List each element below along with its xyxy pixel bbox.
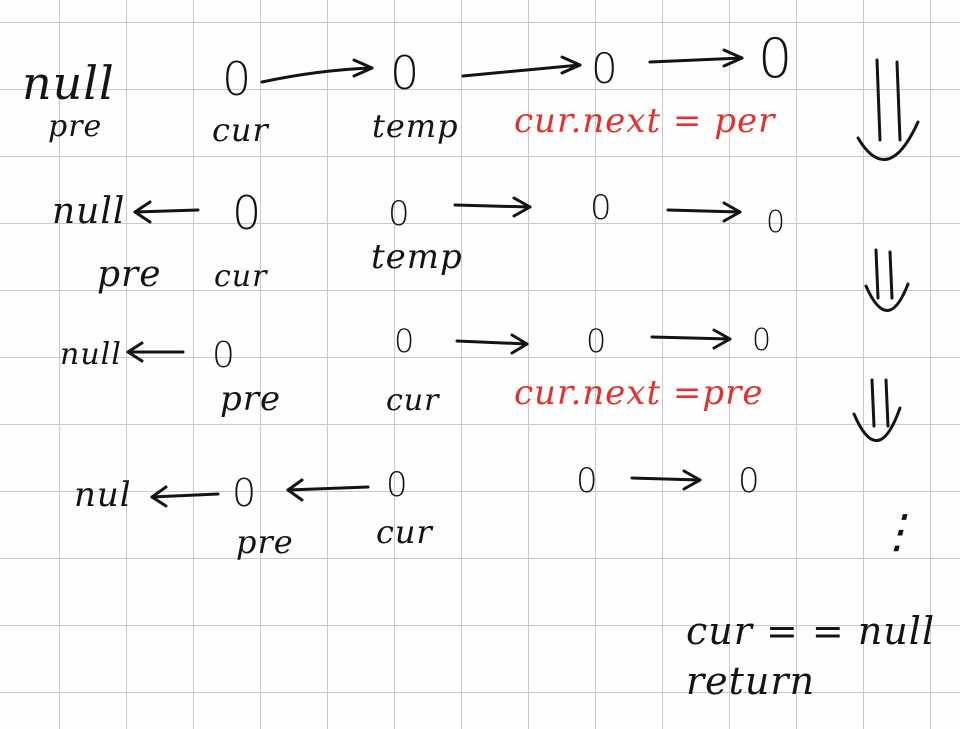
list-node: 0 (752, 323, 772, 358)
arrow-right (650, 328, 732, 350)
arrow-left (133, 200, 200, 224)
down-arrow-icon (852, 378, 902, 442)
step-note: cur.next = per (514, 101, 776, 141)
list-node: 0 (738, 461, 760, 501)
cur-label: cur (214, 259, 268, 294)
arrow-right (453, 196, 532, 218)
null-label: null (52, 191, 126, 232)
list-node: 0 (388, 194, 410, 234)
null-label: null (60, 337, 122, 372)
ellipsis-mark: ⋮ (874, 504, 921, 558)
cur-label: cur (386, 383, 440, 418)
cur-label: cur (376, 513, 433, 551)
list-node: 0 (222, 52, 252, 106)
list-node: 0 (386, 465, 408, 505)
list-node: 0 (212, 335, 235, 376)
list-node: 0 (232, 471, 257, 515)
arrow-right (455, 333, 529, 355)
list-node: 0 (394, 322, 415, 360)
arrow-right (666, 201, 742, 223)
arrow-right (260, 58, 374, 84)
list-node: 0 (232, 186, 262, 240)
cur-label: cur (212, 111, 269, 149)
list-node: 0 (766, 205, 786, 240)
list-node: 0 (758, 27, 793, 90)
temp-label: temp (372, 107, 459, 145)
pre-label: pre (236, 523, 294, 561)
arrow-right (648, 48, 744, 68)
down-arrow-icon (864, 248, 910, 312)
list-node: 0 (390, 46, 420, 100)
end-condition: cur = = null (686, 609, 936, 653)
null-label: null (22, 56, 115, 110)
list-node: 0 (590, 188, 612, 228)
pre-label: pre (220, 379, 282, 419)
list-node: 0 (591, 44, 618, 93)
null-label: nul (74, 475, 132, 515)
arrow-right (461, 55, 582, 78)
down-arrow-icon (856, 58, 920, 161)
list-node: 0 (576, 461, 598, 501)
step-note: cur.next =pre (514, 373, 764, 413)
arrow-right (630, 469, 702, 491)
list-node: 0 (586, 322, 607, 360)
pre-label: pre (97, 254, 162, 295)
return-label: return (686, 659, 816, 703)
arrow-left (150, 485, 220, 508)
arrow-left (286, 478, 370, 502)
arrow-left (126, 341, 185, 363)
pre-label: pre (48, 109, 103, 144)
temp-label: temp (371, 237, 463, 277)
